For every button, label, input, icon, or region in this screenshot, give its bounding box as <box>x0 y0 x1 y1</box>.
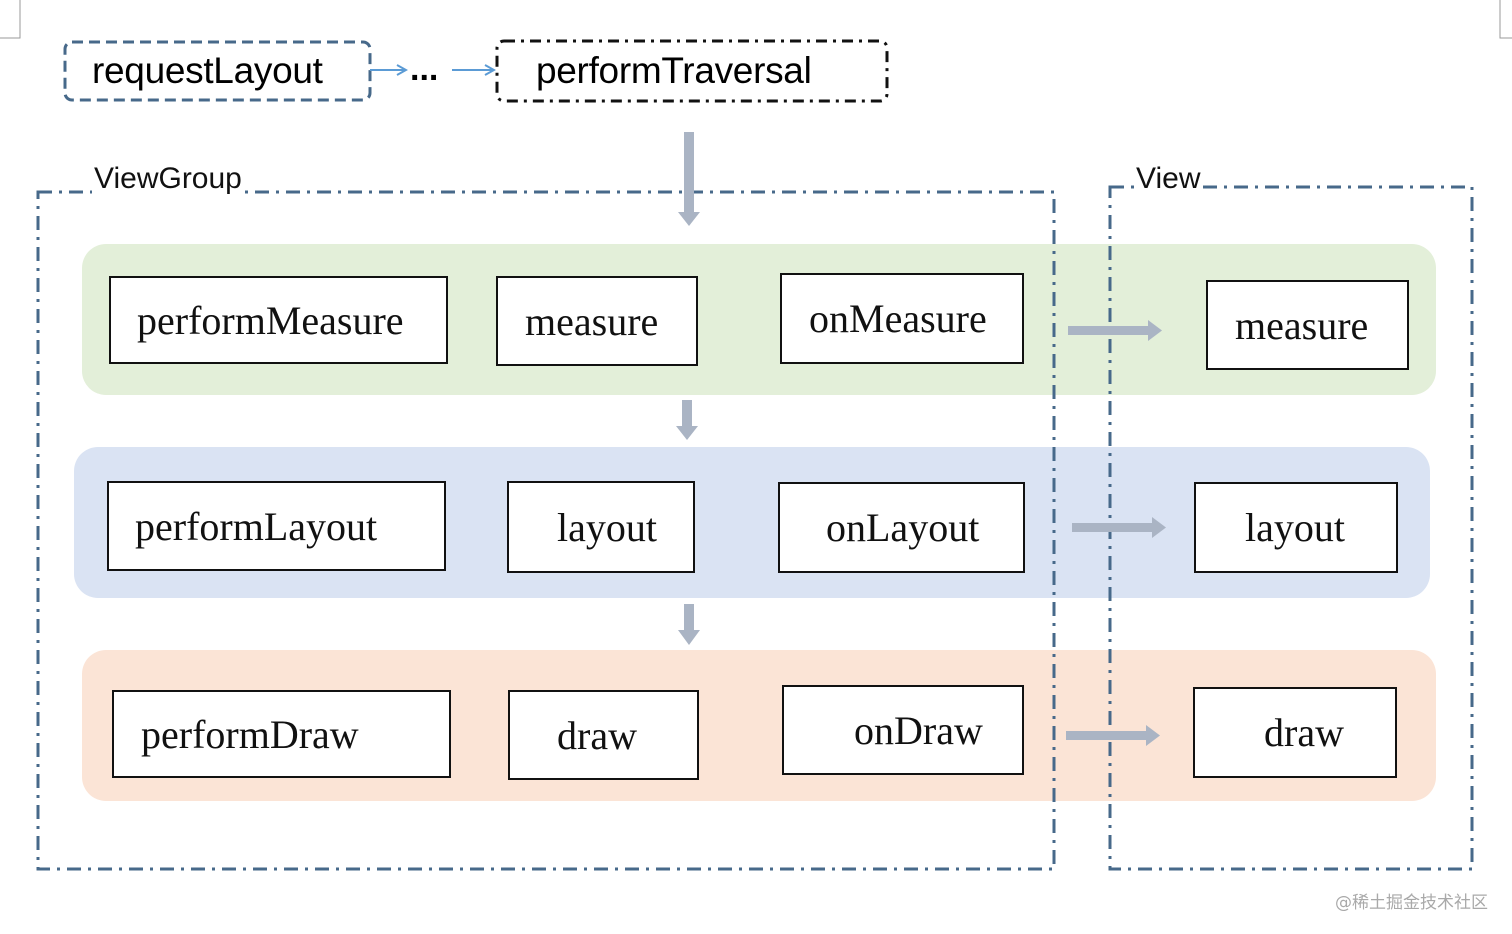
flow-ellipsis: ... <box>410 50 439 88</box>
viewgroup-region-border <box>36 190 1056 871</box>
view-draw-box: draw <box>1193 687 1397 778</box>
viewgroup-layout-label: layout <box>557 504 657 550</box>
view-layout-box: layout <box>1194 482 1398 573</box>
request-layout-label: requestLayout <box>92 50 323 91</box>
view-measure-box: measure <box>1206 280 1409 370</box>
on-layout-box: onLayout <box>778 482 1025 573</box>
perform-layout-box: performLayout <box>107 481 446 571</box>
corner-mark-left <box>0 0 21 39</box>
perform-draw-label: performDraw <box>141 711 359 757</box>
perform-traversal-label: performTraversal <box>536 50 812 91</box>
perform-measure-label: performMeasure <box>137 297 404 343</box>
on-measure-box: onMeasure <box>780 273 1024 364</box>
on-measure-label: onMeasure <box>809 296 987 341</box>
perform-draw-box: performDraw <box>112 690 451 778</box>
view-label: View <box>1134 162 1203 195</box>
on-layout-label: onLayout <box>826 505 980 550</box>
measure-dispatch-arrow <box>1068 320 1162 341</box>
request-layout-node: requestLayout <box>92 46 323 96</box>
watermark: @稀土掘金技术社区 <box>1335 893 1488 913</box>
traversal-down-arrow <box>678 132 700 226</box>
perform-traversal-node-border <box>495 39 889 103</box>
on-draw-label: onDraw <box>854 707 983 753</box>
view-measure-label: measure <box>1235 302 1369 348</box>
viewgroup-draw-label: draw <box>557 712 637 758</box>
layout-to-draw-arrow <box>678 604 700 645</box>
perform-measure-box: performMeasure <box>109 276 448 364</box>
perform-traversal-node: performTraversal <box>536 46 812 96</box>
measure-to-layout-arrow <box>676 400 698 440</box>
viewgroup-measure-box: measure <box>496 276 698 366</box>
viewgroup-measure-label: measure <box>525 298 659 344</box>
viewgroup-layout-box: layout <box>507 481 695 573</box>
on-draw-box: onDraw <box>782 685 1024 775</box>
view-draw-label: draw <box>1264 710 1344 755</box>
layout-dispatch-arrow <box>1072 517 1166 538</box>
viewgroup-label: ViewGroup <box>92 162 244 195</box>
perform-layout-label: performLayout <box>135 503 378 549</box>
corner-mark-right <box>1499 0 1512 39</box>
draw-dispatch-arrow <box>1066 725 1160 746</box>
view-layout-label: layout <box>1245 505 1345 550</box>
viewgroup-draw-box: draw <box>508 690 699 780</box>
